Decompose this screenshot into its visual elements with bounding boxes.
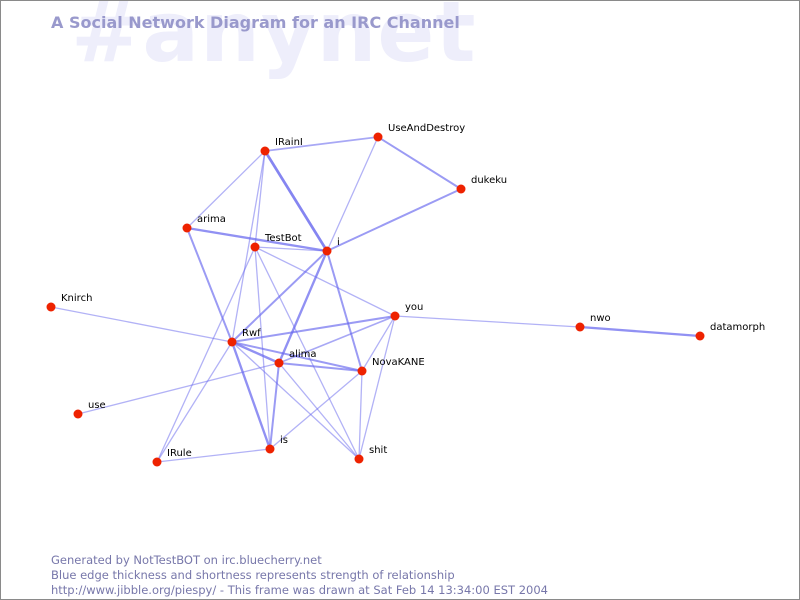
- edge-dukeku-i: [326, 188, 462, 252]
- node-knirch[interactable]: Knirch: [46, 293, 93, 312]
- edge-is-irule: [156, 448, 271, 463]
- edge-you-shit: [358, 315, 396, 460]
- edge-iraini-i: [263, 149, 329, 253]
- edge-rwf-shit: [231, 341, 360, 460]
- edge-i-rwf: [231, 250, 328, 343]
- node-arima[interactable]: arima: [182, 214, 226, 233]
- node-label: dukeku: [471, 175, 507, 186]
- node-label: you: [405, 302, 423, 313]
- edge-rwf-irule: [156, 341, 233, 463]
- node-irule[interactable]: IRule: [152, 448, 192, 467]
- node-label: shit: [369, 445, 387, 456]
- node-dot[interactable]: [357, 366, 367, 376]
- node-label: i: [337, 237, 340, 248]
- node-dot[interactable]: [182, 223, 192, 233]
- node-dot[interactable]: [695, 331, 705, 341]
- node-testbot[interactable]: TestBot: [250, 233, 302, 252]
- edge-alima-novakane: [278, 362, 363, 372]
- node-rwf[interactable]: Rwf: [227, 328, 262, 347]
- node-label: NovaKANE: [372, 357, 425, 368]
- footer-frame-info: http://www.jibble.org/piespy/ - This fra…: [51, 583, 548, 597]
- node-iraini[interactable]: IRainI: [260, 137, 303, 156]
- node-dot[interactable]: [152, 457, 162, 467]
- node-label: datamorph: [710, 322, 765, 333]
- node-dot[interactable]: [456, 184, 466, 194]
- edge-you-alima: [278, 315, 396, 364]
- node-label: use: [88, 400, 106, 411]
- node-novakane[interactable]: NovaKANE: [357, 357, 425, 376]
- edge-arima-rwf: [186, 227, 233, 343]
- edge-arima-i: [185, 226, 329, 253]
- node-shit[interactable]: shit: [354, 445, 388, 464]
- node-i[interactable]: i: [322, 237, 340, 256]
- node-useanddestroy[interactable]: UseAndDestroy: [373, 123, 466, 142]
- channel-watermark: #anynet: [71, 0, 477, 81]
- footer-legend: Blue edge thickness and shortness repres…: [51, 568, 455, 582]
- edge-rwf-novakane: [231, 341, 363, 372]
- node-dot[interactable]: [322, 246, 332, 256]
- node-label: IRule: [167, 448, 192, 459]
- node-dot[interactable]: [274, 358, 284, 368]
- node-label: arima: [197, 214, 226, 225]
- node-datamorph[interactable]: datamorph: [695, 322, 766, 341]
- node-dot[interactable]: [260, 146, 270, 156]
- node-dukeku[interactable]: dukeku: [456, 175, 508, 194]
- node-nwo[interactable]: nwo: [575, 313, 611, 332]
- diagram-title: A Social Network Diagram for an IRC Chan…: [51, 13, 460, 32]
- edge-knirch-rwf: [50, 306, 233, 343]
- edge-you-rwf: [231, 315, 396, 343]
- edge-you-novakane: [361, 315, 396, 372]
- node-label: nwo: [590, 313, 611, 324]
- footer-info: Generated by NotTestBOT on irc.bluecherr…: [51, 553, 548, 598]
- node-dot[interactable]: [354, 454, 364, 464]
- node-is[interactable]: is: [265, 435, 289, 454]
- edge-iraini-arima: [186, 150, 266, 229]
- node-dot[interactable]: [390, 311, 400, 321]
- edge-i-alima: [277, 249, 329, 365]
- node-label: IRainI: [275, 137, 303, 148]
- node-dot[interactable]: [373, 132, 383, 142]
- edge-iraini-rwf: [231, 150, 266, 343]
- edge-you-nwo: [394, 315, 581, 328]
- node-label: alima: [289, 349, 317, 360]
- edge-testbot-you: [254, 246, 396, 317]
- edge-alima-shit: [278, 362, 360, 460]
- edge-useanddestroy-dukeku: [377, 136, 462, 190]
- edge-novakane-shit: [358, 370, 363, 460]
- edge-novakane-is: [269, 370, 363, 450]
- edge-i-novakane: [326, 250, 363, 372]
- edge-alima-is: [269, 362, 280, 450]
- node-dot[interactable]: [265, 444, 275, 454]
- footer-generated-by: Generated by NotTestBOT on irc.bluecherr…: [51, 553, 322, 567]
- edge-useanddestroy-i: [326, 136, 379, 252]
- node-label: Knirch: [61, 293, 92, 304]
- node-alima[interactable]: alima: [274, 349, 317, 368]
- edge-rwf-alima: [230, 340, 281, 365]
- node-label: Rwf: [242, 328, 261, 339]
- node-dot[interactable]: [46, 302, 56, 312]
- node-dot[interactable]: [227, 337, 237, 347]
- node-label: UseAndDestroy: [388, 123, 465, 134]
- edge-nwo-datamorph: [578, 325, 702, 338]
- edge-testbot-irule: [156, 246, 256, 463]
- node-you[interactable]: you: [390, 302, 424, 321]
- edges-layer: [50, 136, 702, 463]
- edge-alima-use: [77, 362, 280, 415]
- node-dot[interactable]: [73, 409, 83, 419]
- node-dot[interactable]: [575, 322, 585, 332]
- edge-testbot-shit: [254, 246, 360, 460]
- node-dot[interactable]: [250, 242, 260, 252]
- node-label: TestBot: [264, 233, 302, 244]
- edge-testbot-i: [254, 246, 328, 252]
- edge-rwf-is: [230, 340, 272, 451]
- node-use[interactable]: use: [73, 400, 106, 419]
- edge-iraini-testbot: [254, 150, 266, 248]
- edge-iraini-useanddestroy: [264, 136, 379, 152]
- node-label: is: [280, 435, 288, 446]
